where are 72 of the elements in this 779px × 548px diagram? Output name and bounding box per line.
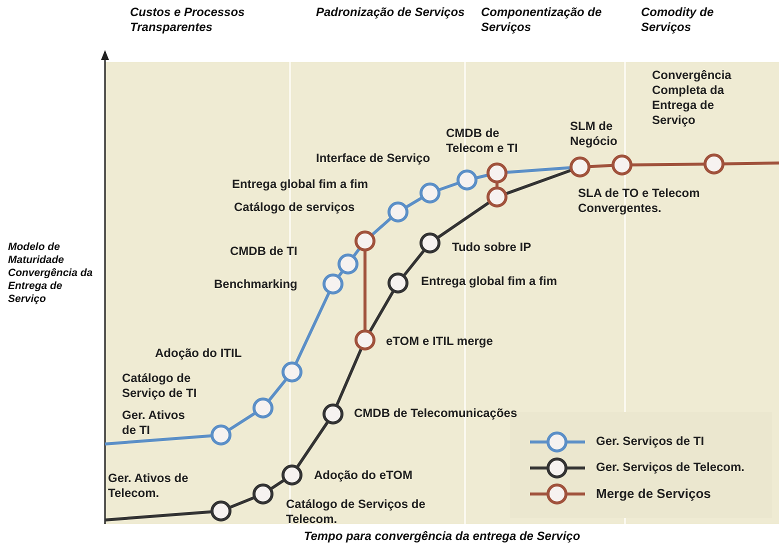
milestone-circle	[282, 464, 302, 486]
legend-label: Ger. Serviços de TI	[596, 434, 704, 449]
axis-title: Modelo de Maturidade Convergência da Entrega de Serviço	[8, 241, 94, 306]
axis-title: Tempo para convergência da entrega de Serviço	[302, 529, 582, 544]
curve-segment	[370, 216, 392, 236]
curve-segment	[722, 162, 779, 166]
curve-segment	[630, 162, 706, 166]
curve-segment	[505, 168, 572, 196]
milestone-circle	[322, 404, 344, 424]
curve-segment	[296, 420, 330, 468]
curve-segment	[267, 378, 288, 402]
curve-segment	[352, 247, 361, 258]
curve-segment	[588, 164, 614, 168]
legend-label: Ger. Serviços de Telecom.	[596, 460, 745, 475]
legend-label: Merge de Serviços	[596, 486, 711, 501]
milestone-circle	[704, 154, 724, 174]
milestone-label: SLM de Negócio	[570, 119, 618, 149]
milestone-circle	[322, 274, 344, 294]
milestone-circle	[252, 484, 274, 504]
milestone-circle	[570, 156, 590, 178]
milestone-label: Adoção do eTOM	[314, 468, 414, 483]
milestone-circle	[210, 424, 232, 446]
curve-segment	[228, 412, 256, 432]
milestone-label: Adoção do ITIL	[155, 346, 243, 361]
milestone-label: SLA de TO e Telecom Convergentes.	[578, 186, 701, 216]
milestone-circle	[282, 362, 302, 382]
curve-segment	[506, 166, 572, 174]
milestone-circle	[420, 182, 440, 204]
curve-segment	[402, 249, 426, 277]
milestone-circle	[252, 398, 274, 418]
milestone-circle	[456, 170, 478, 190]
milestone-label: Ger. Ativos de TI	[122, 408, 186, 438]
milestone-label: Benchmarking	[214, 277, 298, 292]
milestone-label: Catálogo de Serviços de Telecom.	[286, 497, 426, 527]
milestone-label: Catálogo de serviços	[234, 200, 356, 215]
milestone-label: Ger. Ativos de Telecom.	[108, 471, 190, 501]
milestone-label: Entrega global fim a fim	[232, 177, 370, 192]
milestone-circle	[612, 154, 632, 176]
curve-segment	[475, 174, 489, 180]
milestone-circle	[354, 330, 376, 350]
milestone-circle	[388, 272, 408, 294]
curve-segment	[104, 510, 212, 522]
milestone-circle	[486, 162, 508, 184]
milestone-label: CMDB de Telecom e TI	[446, 126, 519, 156]
milestone-circle	[388, 202, 408, 222]
curve-segment	[368, 290, 395, 333]
milestone-label: CMDB de Telecomunicações	[354, 406, 518, 421]
milestone-label: Interface de Serviço	[316, 151, 432, 166]
milestone-label: Convergência Completa da Entrega de Serviço	[652, 68, 732, 128]
milestone-circle	[338, 254, 358, 274]
curve-segment	[335, 348, 363, 406]
curve-segment	[228, 496, 256, 509]
milestone-circle	[354, 230, 376, 252]
milestone-label: Tudo sobre IP	[452, 240, 532, 255]
column-heading: Padronização de Serviços	[316, 5, 466, 20]
curve-segment	[404, 196, 424, 209]
column-heading: Componentização de Serviços	[481, 5, 603, 35]
milestone-label: eTOM e ITIL merge	[386, 334, 494, 349]
curve-segment	[438, 182, 459, 192]
curve-segment	[364, 250, 366, 331]
milestone-label: Catálogo de Serviço de TI	[122, 371, 198, 401]
column-heading: Comodity de Serviços	[641, 5, 715, 35]
milestone-label: CMDB de TI	[230, 244, 298, 259]
curve-segment	[436, 200, 490, 240]
curve-segment	[270, 478, 286, 490]
curve-segment	[104, 434, 212, 446]
curve-segment	[294, 292, 331, 364]
column-heading: Custos e Processos Transparentes	[130, 5, 246, 35]
milestone-label: Entrega global fim a fim	[421, 274, 558, 289]
milestone-circle	[210, 500, 232, 522]
milestone-circle	[420, 232, 440, 254]
milestone-circle	[486, 186, 508, 208]
